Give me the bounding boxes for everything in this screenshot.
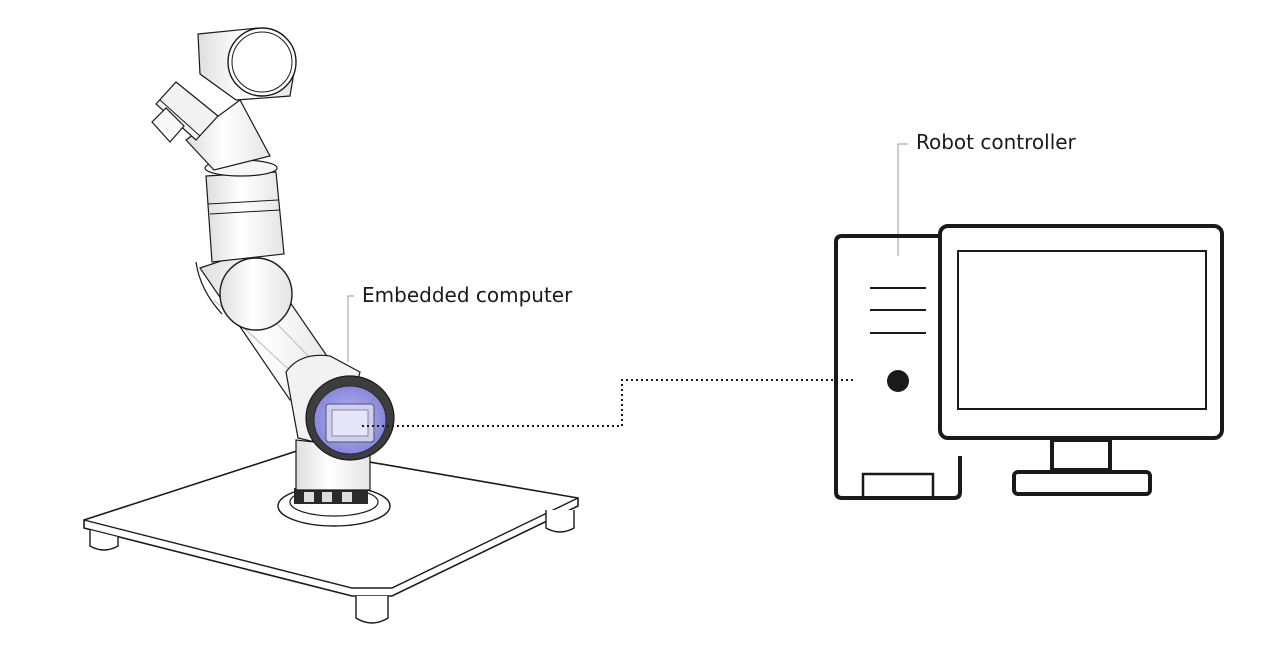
robot-elbow-joint [195, 257, 293, 331]
computer-tower [834, 234, 962, 500]
robot-end-effector [151, 81, 219, 143]
robot-controller-label: Robot controller [916, 130, 1076, 154]
connection-cable [362, 379, 856, 427]
robot-controller-leader [897, 143, 908, 256]
embedded-computer-label: Embedded computer [362, 283, 573, 307]
embedded-computer-leader [347, 295, 354, 362]
robot-wrist-joint [197, 27, 297, 101]
computer-monitor [938, 224, 1224, 496]
embedded-computer-board [325, 403, 375, 443]
robot-wrist-link [185, 99, 271, 171]
robot-base-ring [277, 485, 391, 527]
robot-upper-arm [204, 159, 285, 263]
power-button-icon [887, 370, 909, 392]
